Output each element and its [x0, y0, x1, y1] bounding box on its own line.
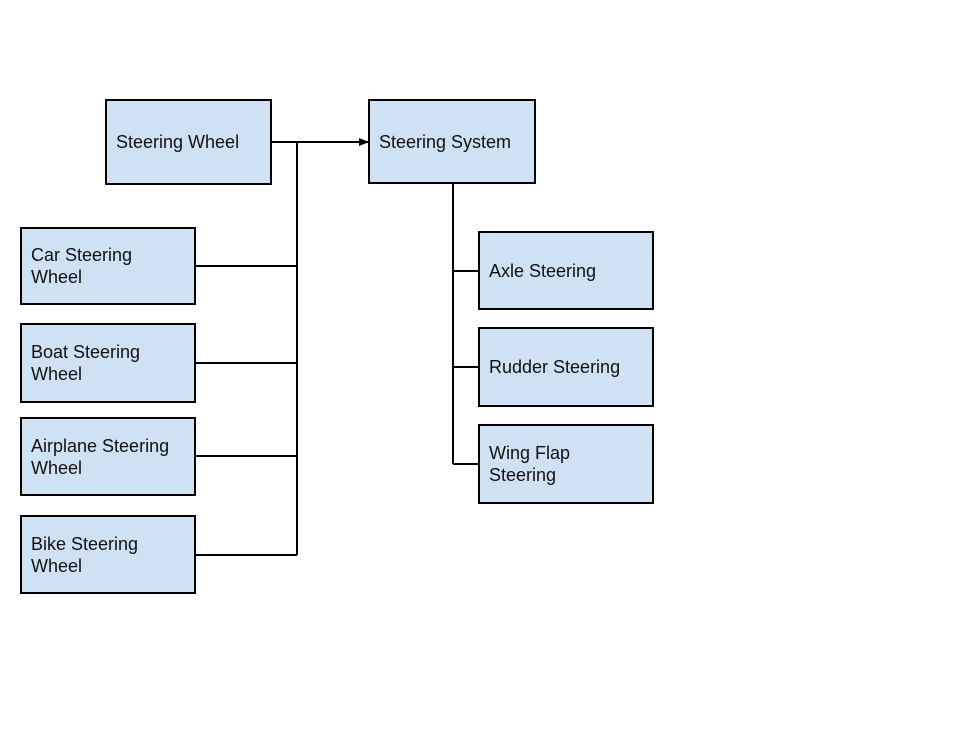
node-bike-steering-wheel: Bike Steering Wheel — [20, 515, 196, 594]
node-airplane-steering-wheel-label: Airplane Steering Wheel — [31, 435, 170, 478]
node-airplane-steering-wheel: Airplane Steering Wheel — [20, 417, 196, 496]
node-steering-system-label: Steering System — [379, 131, 512, 152]
node-rudder-steering: Rudder Steering — [478, 327, 654, 407]
node-boat-steering-wheel: Boat Steering Wheel — [20, 323, 196, 403]
node-steering-system: Steering System — [368, 99, 536, 184]
node-steering-wheel: Steering Wheel — [105, 99, 272, 185]
edge-steering-wheel-trunk — [272, 141, 298, 555]
node-axle-steering-label: Axle Steering — [489, 260, 597, 281]
node-wing-flap-steering-label: Wing Flap Steering — [489, 443, 571, 485]
node-car-steering-wheel-label: Car Steering Wheel — [31, 245, 133, 287]
node-car-steering-wheel: Car Steering Wheel — [20, 227, 196, 305]
node-axle-steering: Axle Steering — [478, 231, 654, 310]
node-steering-wheel-label: Steering Wheel — [116, 132, 240, 152]
node-rudder-steering-label: Rudder Steering — [489, 357, 621, 377]
node-boat-steering-wheel-label: Boat Steering Wheel — [31, 342, 141, 384]
node-bike-steering-wheel-label: Bike Steering Wheel — [31, 533, 139, 576]
node-wing-flap-steering: Wing Flap Steering — [478, 424, 654, 504]
